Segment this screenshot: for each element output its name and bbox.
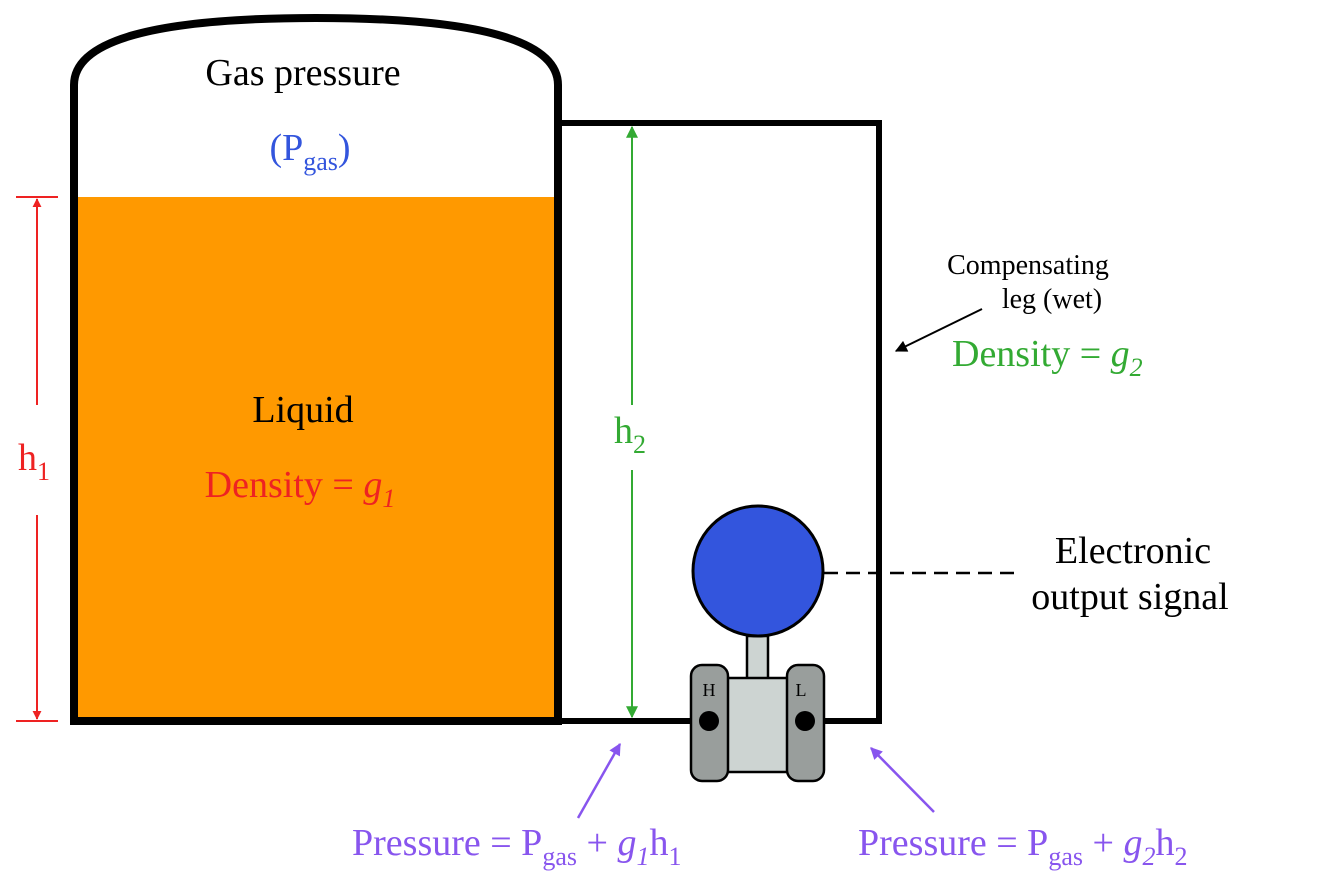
high-port-dot (699, 711, 719, 731)
low-side-pressure-label: Pressure = Pgas + g2h2 (858, 822, 1187, 871)
compensating-leg-pipe (558, 120, 882, 724)
h1-label: h1 (18, 437, 50, 486)
tank-vessel (70, 13, 562, 725)
dp-transmitter: H L (689, 504, 826, 783)
high-pressure-pointer-arrow (576, 742, 622, 819)
compensating-leg-label-line2: leg (wet) (1002, 284, 1102, 315)
high-side-pressure-label: Pressure = Pgas + g1h1 (352, 822, 681, 871)
transmitter-body (725, 676, 791, 774)
transmitter-head (691, 504, 825, 638)
compensating-leg-label-line1: Compensating (947, 250, 1109, 281)
high-port-label: H (703, 680, 716, 700)
transmitter-neck (745, 634, 770, 682)
h2-label: h2 (614, 410, 646, 459)
liquid-density-label: Density = g1 (205, 464, 396, 513)
gas-pressure-symbol: (Pgas) (269, 127, 350, 176)
gas-pressure-label: Gas pressure (205, 52, 400, 94)
compensating-leg-density-label: Density = g2 (952, 333, 1143, 382)
low-pressure-pointer-arrow (870, 747, 935, 813)
low-port-label: L (796, 680, 807, 700)
liquid-label: Liquid (252, 389, 353, 431)
output-signal-label-line2: output signal (1031, 576, 1228, 618)
output-signal-label-line1: Electronic (1055, 530, 1211, 572)
low-port-dot (795, 711, 815, 731)
compensating-leg-pointer-arrow (894, 308, 983, 352)
liquid-fill (74, 197, 558, 721)
